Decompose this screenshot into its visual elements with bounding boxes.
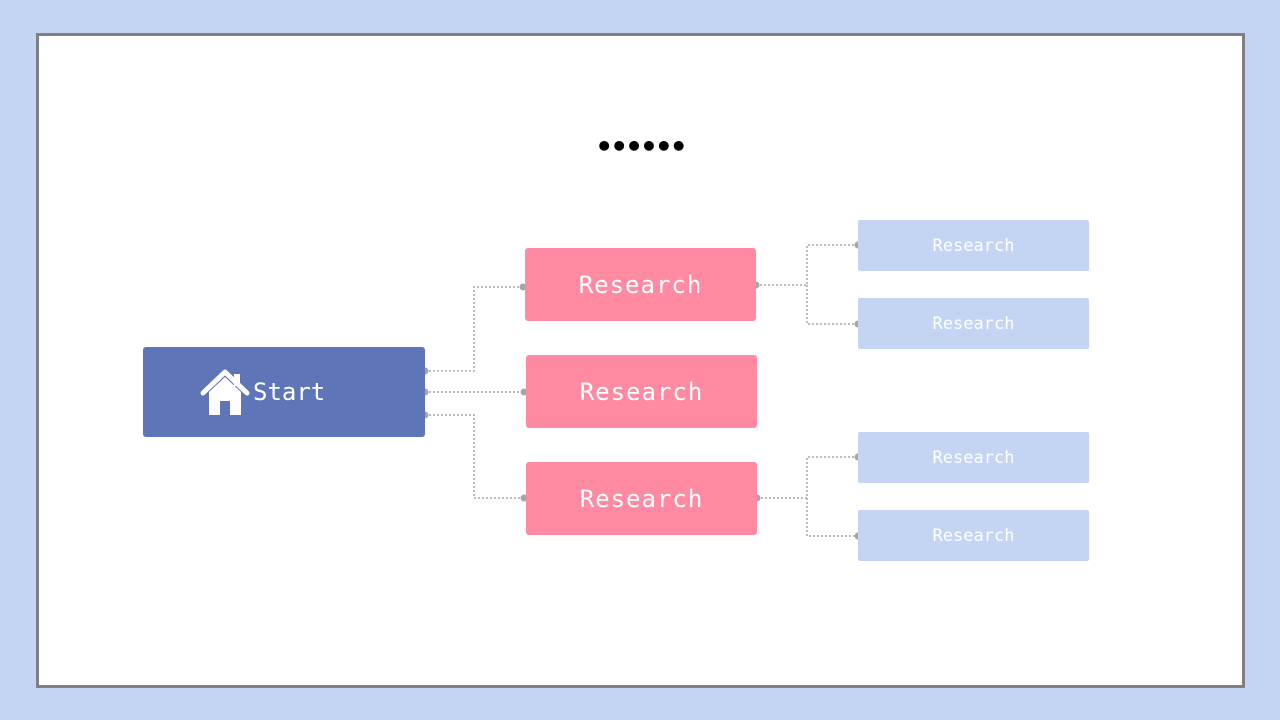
connector-research1-leaf1 — [756, 244, 858, 286]
slide-title: •••••• — [595, 130, 687, 163]
connector-research3-leaf2 — [806, 498, 858, 537]
leaf-node-1-2: Research — [858, 298, 1089, 349]
research-node-label: Research — [579, 377, 704, 406]
research-node-3: Research — [526, 462, 757, 535]
connector-dot — [520, 388, 528, 396]
connector-start-research-1 — [425, 286, 523, 372]
leaf-node-label: Research — [932, 525, 1015, 546]
connector-start-research-3 — [425, 414, 524, 499]
connector-dot — [519, 283, 527, 291]
research-node-label: Research — [579, 484, 704, 513]
connector-dot — [520, 494, 528, 502]
start-node: Start — [143, 347, 425, 437]
connector-research1-leaf2 — [806, 285, 858, 325]
research-node-2: Research — [526, 355, 757, 428]
leaf-node-3-1: Research — [858, 432, 1089, 483]
research-node-1: Research — [525, 248, 756, 321]
leaf-node-label: Research — [932, 235, 1015, 256]
connector-research3-leaf1 — [757, 456, 858, 499]
leaf-node-1-1: Research — [858, 220, 1089, 271]
leaf-node-label: Research — [932, 447, 1015, 468]
home-icon — [200, 369, 250, 415]
leaf-node-3-2: Research — [858, 510, 1089, 561]
start-label: Start — [253, 378, 326, 406]
research-node-label: Research — [578, 270, 703, 299]
leaf-node-label: Research — [932, 313, 1015, 334]
